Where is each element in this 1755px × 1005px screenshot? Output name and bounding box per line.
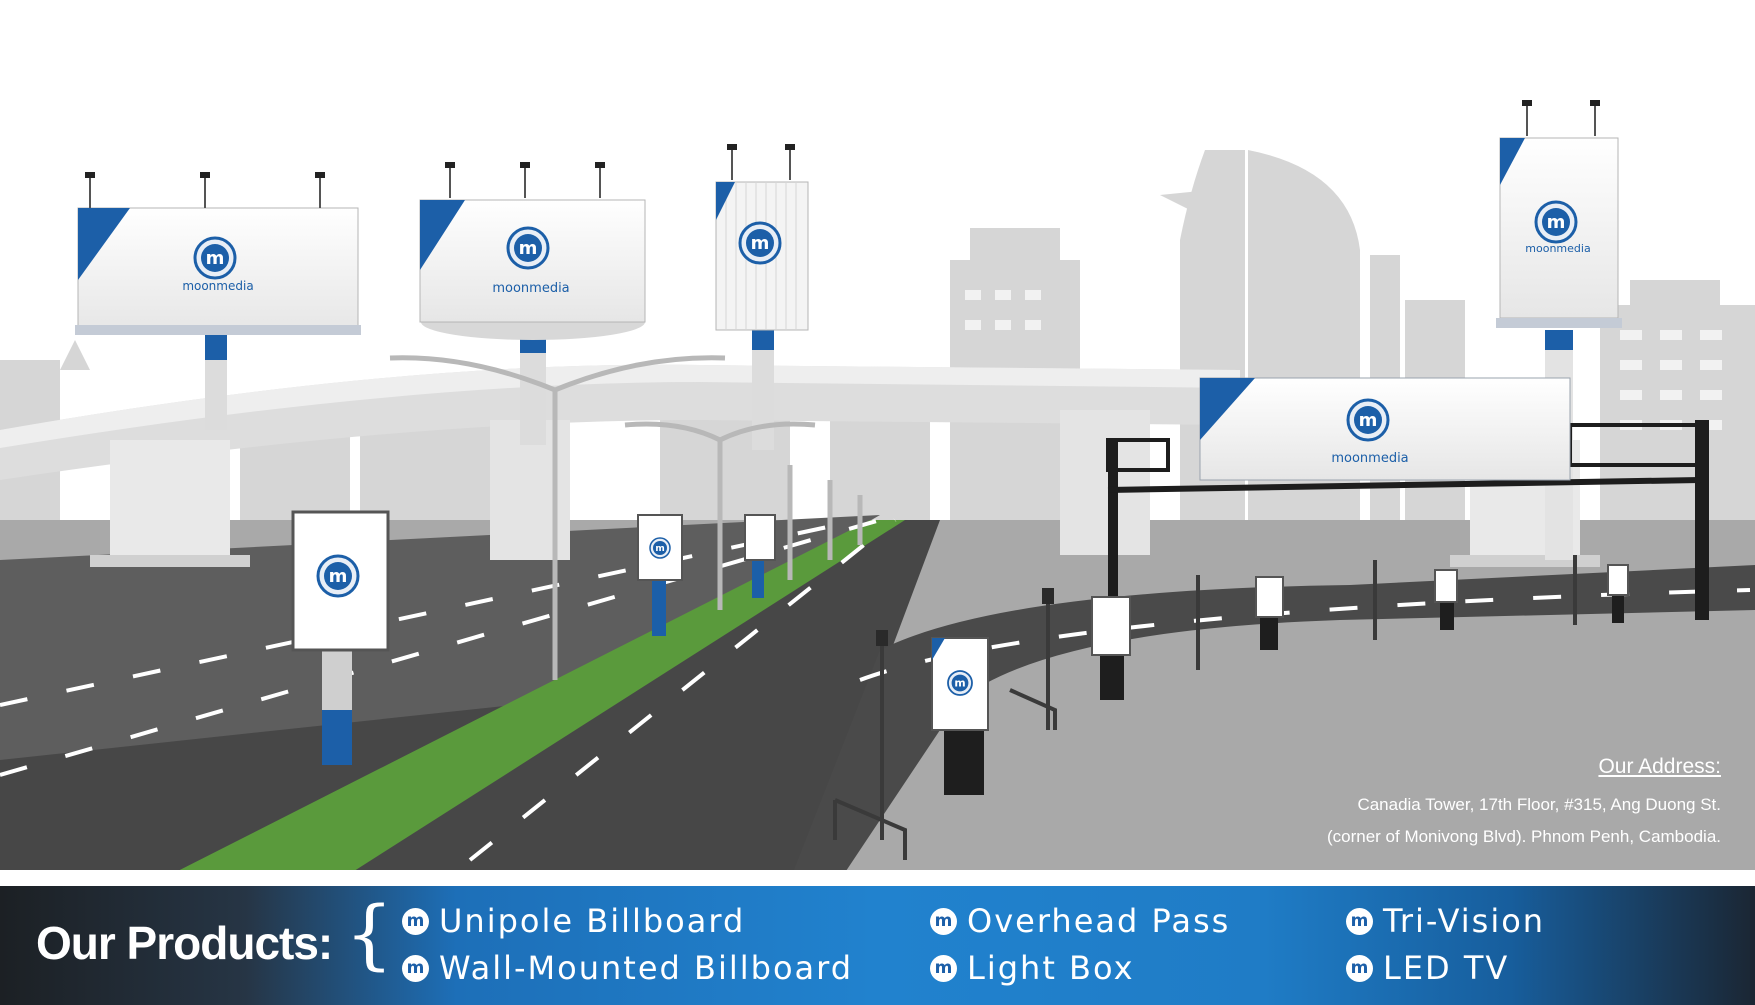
light-box-2 (637, 514, 683, 636)
moonmedia-logo-icon: m (930, 907, 957, 935)
product-label: Unipole Billboard (439, 902, 746, 940)
light-box-5 (1091, 596, 1131, 700)
skyline-windows (965, 290, 1722, 430)
curved-road (790, 565, 1755, 880)
svg-text:moonmedia: moonmedia (182, 279, 253, 293)
overhead-pass-gantry: moonmedia (1106, 377, 1709, 700)
light-box-4 (931, 637, 989, 795)
address-line-2: (corner of Monivong Blvd). Phnom Penh, C… (1326, 827, 1721, 846)
moonmedia-logo-icon: m (402, 907, 429, 935)
product-label: Tri-Vision (1383, 902, 1546, 940)
park-lamps-and-benches (833, 555, 1577, 860)
svg-text:moonmedia: moonmedia (1331, 451, 1408, 466)
moonmedia-logo-icon: m (402, 954, 429, 982)
light-box-3 (744, 514, 776, 598)
moonmedia-logo-icon: m (1346, 907, 1373, 935)
product-item: m Tri-Vision (1346, 902, 1545, 940)
product-label: Wall-Mounted Billboard (439, 949, 854, 987)
billboard-street-scene: m (0, 99, 1755, 880)
product-item: m Unipole Billboard (402, 902, 745, 940)
unipole-billboard-2: moonmedia (419, 161, 646, 445)
product-item: m Wall-Mounted Billboard (402, 949, 853, 987)
street-lights (389, 355, 863, 680)
light-box-7 (1434, 569, 1458, 630)
svg-text:moonmedia: moonmedia (1525, 242, 1590, 255)
products-bar: Our Products: { m Unipole Billboard m Wa… (0, 886, 1755, 1005)
light-box-6 (1255, 576, 1284, 650)
trivision-billboard (715, 143, 809, 450)
product-item: m Light Box (930, 949, 1135, 987)
lane-markings (0, 518, 1751, 862)
address-title: Our Address: (1598, 755, 1721, 778)
svg-text:moonmedia: moonmedia (492, 281, 569, 296)
unipole-billboard-1: moonmedia (75, 171, 361, 430)
moonmedia-logo-icon: m (1346, 954, 1373, 982)
light-box-1 (291, 510, 390, 765)
product-item: m LED TV (1346, 949, 1509, 987)
product-label: Light Box (967, 949, 1135, 987)
product-label: Overhead Pass (967, 902, 1231, 940)
products-brace: { (345, 889, 394, 978)
product-item: m Overhead Pass (930, 902, 1230, 940)
moonmedia-logo-icon: m (930, 954, 957, 982)
light-box-8 (1607, 564, 1629, 623)
products-title: Our Products: (36, 917, 333, 969)
address-line-1: Canadia Tower, 17th Floor, #315, Ang Duo… (1357, 795, 1721, 814)
unipole-billboard-right: moonmedia (1496, 99, 1622, 560)
product-label: LED TV (1383, 949, 1510, 987)
company-address: Our Address: Canadia Tower, 17th Floor, … (1327, 755, 1721, 853)
